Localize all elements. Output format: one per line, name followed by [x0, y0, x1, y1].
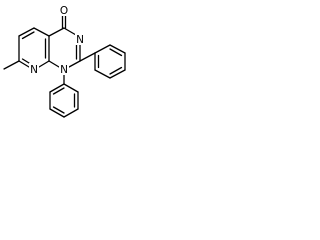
atom-label-n8: N — [30, 64, 38, 76]
mask-n3 — [75, 33, 85, 45]
bond-n8-c8a — [38, 60, 50, 68]
mask-n1 — [59, 63, 69, 75]
mask-o — [59, 3, 69, 16]
phenyl-b-bond-6 — [49, 83, 65, 93]
bond-c2-n1 — [68, 60, 81, 68]
phenyl-b-bond-3 — [63, 108, 79, 118]
phenyl-b-bond-4 — [49, 108, 65, 118]
phenyl-b-inner-3 — [52, 87, 65, 95]
bond-c4-n3 — [63, 27, 77, 36]
bond-c5-c6-inner — [21, 31, 35, 40]
bond-c4a-c5 — [33, 27, 50, 37]
phenyl-a-inner-1 — [109, 48, 123, 57]
bond-c5-c6 — [18, 27, 35, 37]
chemical-structure: O N N N — [3, 3, 126, 118]
atom-label-oxygen: O — [60, 5, 68, 17]
phenyl-a-bond-4 — [109, 69, 126, 79]
phenyl-b-inner-2 — [52, 106, 65, 114]
atom-label-n3: N — [76, 34, 84, 46]
bond-c7-n8-inner — [21, 58, 30, 64]
mask-n8 — [29, 63, 39, 75]
phenyl-a-bond-2 — [109, 44, 126, 54]
bond-c7-methyl — [3, 60, 20, 70]
phenyl-a-bond-5 — [94, 69, 111, 79]
phenyl-a-inner-2 — [109, 66, 123, 75]
bond-n1-c8a — [48, 60, 60, 68]
atom-label-n1: N — [60, 64, 68, 76]
bond-c4-c4a — [48, 27, 65, 37]
bond-c2-phenyl — [79, 52, 96, 62]
phenyl-a-bond-1 — [94, 44, 111, 54]
phenyl-b-bond-1 — [63, 83, 79, 93]
bond-c7-n8 — [18, 60, 30, 68]
